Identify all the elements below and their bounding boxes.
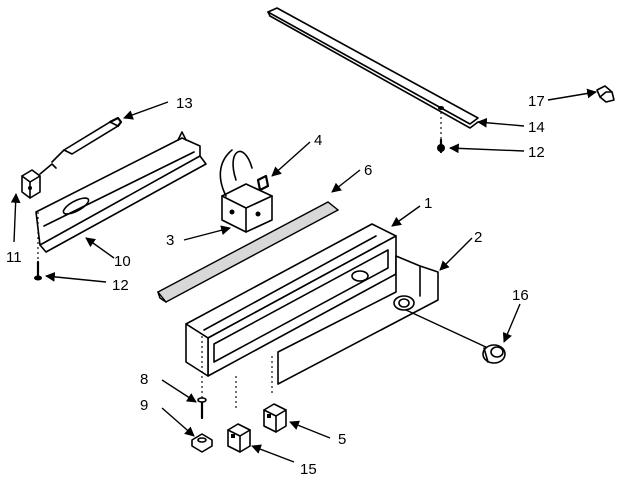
panel-2 — [277, 255, 489, 385]
clip-17 — [596, 85, 615, 103]
callout-3: 3 — [166, 232, 174, 249]
callout-9: 9 — [140, 397, 148, 414]
screw-8 — [197, 336, 207, 420]
strip-6 — [156, 201, 340, 303]
callout-17: 17 — [528, 93, 545, 110]
switch-assembly-3 — [219, 149, 273, 233]
connector-15 — [227, 423, 251, 453]
callout-5: 5 — [338, 431, 346, 448]
nut-9 — [191, 433, 213, 453]
leader-lines — [10, 88, 597, 463]
bracket-10 — [35, 131, 207, 253]
sensor-13 — [39, 116, 123, 175]
callout-4: 4 — [314, 132, 322, 149]
callout-11: 11 — [6, 249, 22, 266]
callout-1: 1 — [424, 195, 432, 212]
callout-15: 15 — [300, 461, 317, 478]
knob-16 — [482, 344, 506, 364]
callout-labels: 13 4 6 3 1 2 16 17 14 12 10 12 11 8 9 5 … — [6, 93, 545, 478]
switch-11 — [21, 169, 41, 199]
callout-12-left: 12 — [112, 277, 129, 294]
connector-5 — [263, 403, 287, 433]
callout-2: 2 — [474, 229, 482, 246]
callout-14: 14 — [528, 119, 545, 136]
screw-12-top — [437, 138, 445, 154]
callout-8: 8 — [140, 371, 148, 388]
callout-12-top: 12 — [528, 144, 545, 161]
callout-16: 16 — [512, 287, 529, 304]
rail-14 — [267, 7, 479, 140]
screw-12-left — [34, 212, 42, 281]
callout-13: 13 — [176, 95, 193, 112]
callout-10: 10 — [114, 253, 131, 270]
callout-6: 6 — [364, 162, 372, 179]
